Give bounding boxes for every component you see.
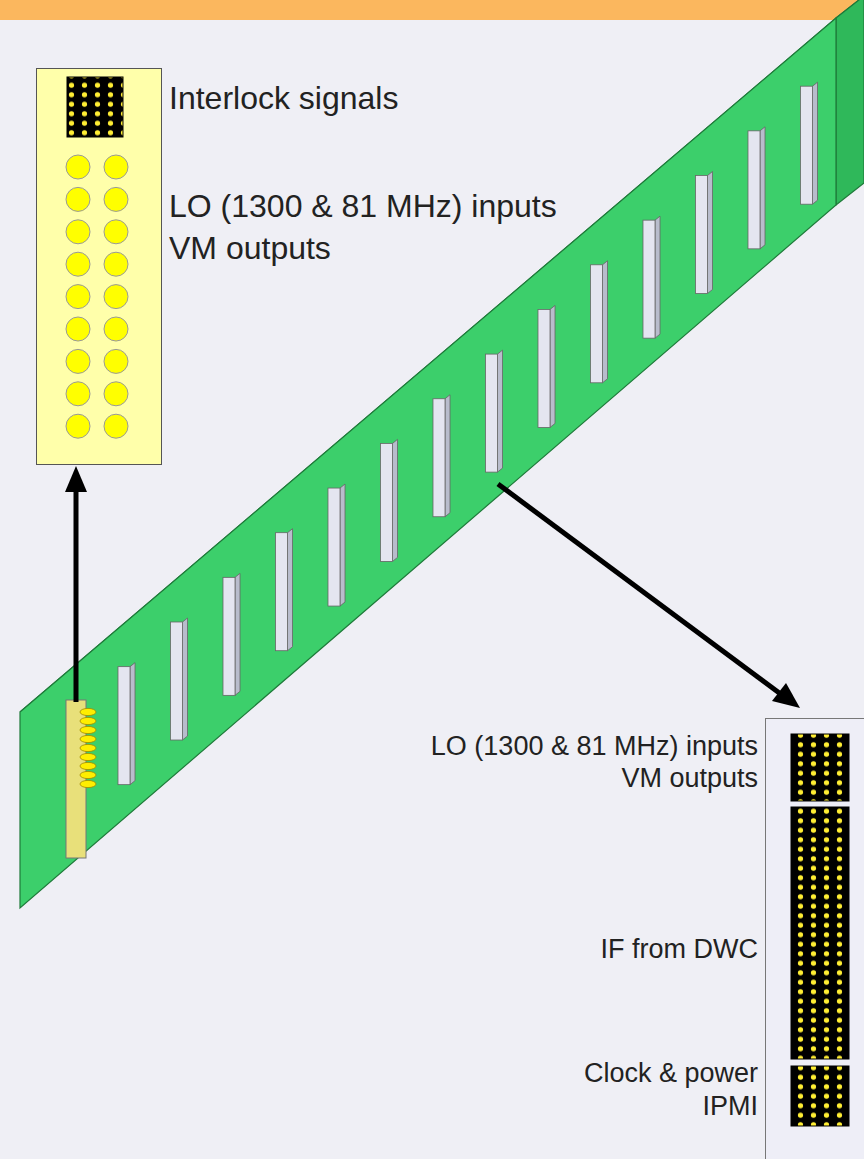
slot-connector <box>748 131 760 249</box>
connector-pin <box>80 780 96 787</box>
connector-pin <box>80 753 96 760</box>
connector-pin <box>80 762 96 769</box>
slot-connector <box>538 309 550 427</box>
slot-side <box>550 305 555 427</box>
slot-connector <box>801 86 813 204</box>
coax-connector <box>104 349 128 373</box>
coax-connector <box>66 187 90 211</box>
connector-pin <box>80 708 96 715</box>
pin-header <box>67 77 123 137</box>
top-bar <box>0 0 864 20</box>
coax-connector <box>66 220 90 244</box>
slot-connector <box>328 488 340 606</box>
panel-label: LO (1300 & 81 MHz) inputs VM outputs <box>169 185 583 269</box>
panel-label: Clock & power IPMI <box>575 1057 758 1123</box>
slot-connector <box>118 667 130 785</box>
panel-label: IF from DWC <box>601 933 758 965</box>
slot-side <box>340 484 345 606</box>
coax-connector <box>66 155 90 179</box>
pin-header <box>791 1066 849 1126</box>
rear-transition-panel: Interlock signalsLO (1300 & 81 MHz) inpu… <box>36 68 162 465</box>
coax-connector <box>66 317 90 341</box>
coax-connector <box>104 252 128 276</box>
slot-side <box>393 439 398 561</box>
connector-pin <box>80 735 96 742</box>
coax-connector <box>104 382 128 406</box>
coax-connector <box>66 414 90 438</box>
coax-connector <box>104 220 128 244</box>
slot-side <box>603 261 608 383</box>
slot-side <box>235 573 240 695</box>
slot-side <box>498 350 503 472</box>
slot-connector <box>171 622 183 740</box>
panel-graphic <box>766 719 864 1159</box>
coax-connector <box>104 155 128 179</box>
coax-connector <box>104 317 128 341</box>
coax-connector <box>104 187 128 211</box>
card-connector-panel: LO (1300 & 81 MHz) inputs VM outputsIF f… <box>765 718 864 1159</box>
arrow-head <box>772 683 800 708</box>
coax-connector <box>66 285 90 309</box>
connector-pin <box>80 744 96 751</box>
pin-header <box>791 734 849 801</box>
slot-side <box>288 529 293 651</box>
panel-graphic <box>37 69 163 466</box>
connector-pins <box>80 708 96 787</box>
connector-pin <box>80 771 96 778</box>
coax-connector <box>66 252 90 276</box>
arrow-head <box>65 466 87 492</box>
arrow-line <box>74 486 79 702</box>
coax-connector <box>66 382 90 406</box>
arrow-line <box>498 484 782 695</box>
slot-side <box>813 82 818 204</box>
board-side-face <box>836 0 864 205</box>
slot-connector <box>486 354 498 472</box>
slot-connector <box>433 399 445 517</box>
slot-side <box>760 127 765 249</box>
slot-side <box>708 171 713 293</box>
coax-connector <box>104 414 128 438</box>
slot-side <box>655 216 660 338</box>
board-front-face <box>20 18 836 908</box>
slot-connector <box>643 220 655 338</box>
pin-header <box>791 807 849 1059</box>
connector-pin <box>80 726 96 733</box>
slot-side <box>183 618 188 740</box>
slot-connector <box>696 175 708 293</box>
slot-connector <box>276 533 288 651</box>
coax-connector <box>104 285 128 309</box>
slot-side <box>130 663 135 785</box>
panel-label: Interlock signals <box>169 78 398 118</box>
slot-connector <box>591 265 603 383</box>
connector-pin <box>80 717 96 724</box>
coax-connector <box>66 349 90 373</box>
slot-connector <box>381 443 393 561</box>
slot-side <box>445 395 450 517</box>
card-slots <box>118 82 818 784</box>
panel-label: LO (1300 & 81 MHz) inputs VM outputs <box>409 730 758 794</box>
slot-connector <box>223 577 235 695</box>
